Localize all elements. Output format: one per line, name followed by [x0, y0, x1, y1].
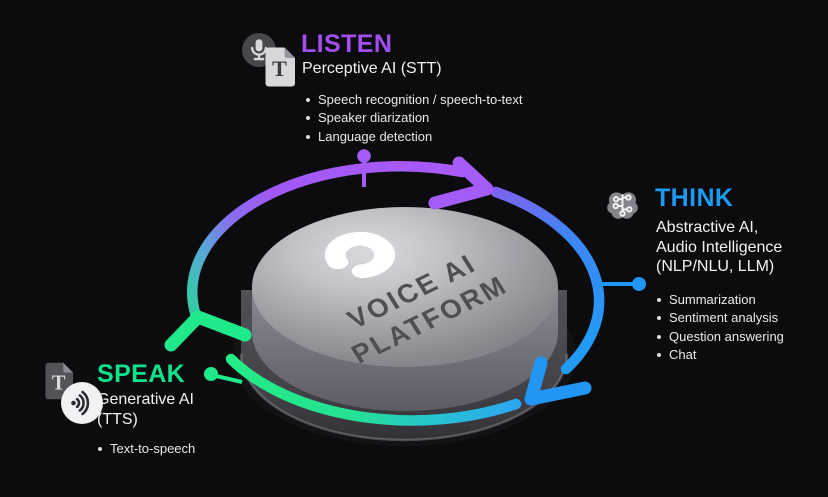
think-bullets: Summarization Sentiment analysis Questio…	[657, 291, 784, 365]
bullet-text: Question answering	[669, 328, 784, 344]
listen-connector-dot	[357, 149, 371, 163]
deepgram-logo-icon	[324, 231, 396, 279]
listen-title: LISTEN	[301, 30, 393, 58]
document-letter: T	[272, 56, 287, 81]
bullet-text: Chat	[669, 347, 697, 363]
list-item: Chat	[657, 346, 784, 364]
bullet-marker	[657, 316, 661, 321]
think-title: THINK	[655, 184, 734, 212]
list-item: Text-to-speech	[98, 440, 195, 458]
bullet-text: Speech recognition / speech-to-text	[318, 92, 523, 107]
document-letter: T	[52, 372, 66, 394]
bullet-marker	[306, 98, 310, 102]
arrowhead-listen	[164, 310, 252, 352]
think-connector-dot	[632, 277, 646, 291]
stage-connectors	[204, 149, 646, 384]
arc-speak-to-listen	[225, 353, 522, 426]
list-item: Speech recognition / speech-to-text	[306, 91, 523, 109]
arrowhead-think	[428, 156, 494, 210]
speak-title: SPEAK	[97, 360, 186, 388]
subtitle-line: (NLP/NLU, LLM)	[656, 258, 775, 275]
bullet-marker	[657, 353, 661, 358]
sound-waves-icon	[61, 382, 103, 424]
bullet-marker	[657, 334, 661, 339]
bullet-text: Text-to-speech	[110, 441, 196, 456]
speak-connector-stem	[215, 374, 243, 384]
list-item: Speaker diarization	[306, 109, 523, 127]
list-item: Summarization	[657, 291, 784, 309]
voice-ai-platform-disc	[232, 207, 576, 446]
subtitle-line: Generative AI	[97, 391, 194, 408]
subtitle-line: Abstractive AI,	[656, 219, 759, 236]
speak-bullets: Text-to-speech	[98, 440, 195, 458]
bullet-marker	[306, 116, 310, 121]
list-item: Language detection	[306, 128, 523, 146]
bullet-text: Summarization	[669, 292, 756, 307]
speak-subtitle: Generative AI (TTS)	[97, 390, 194, 429]
list-item: Question answering	[657, 328, 784, 346]
brain-circuit-icon	[607, 192, 638, 219]
list-item: Sentiment analysis	[657, 309, 784, 327]
arc-think-to-speak	[490, 186, 605, 375]
bullet-marker	[98, 447, 102, 451]
bullet-marker	[306, 134, 310, 139]
bullet-text: Speaker diarization	[318, 110, 430, 126]
subtitle-line: Audio Intelligence	[656, 238, 783, 256]
text-document-icon: T	[265, 47, 295, 87]
think-subtitle: Abstractive AI, Audio Intelligence (NLP/…	[656, 218, 782, 277]
arrowhead-speak	[524, 356, 592, 406]
bullet-text: Sentiment analysis	[669, 310, 779, 326]
listen-bullets: Speech recognition / speech-to-text Spea…	[306, 91, 523, 146]
cycle-arrows	[164, 156, 605, 426]
bullet-text: Language detection	[318, 128, 433, 144]
arc-listen-to-think	[187, 161, 468, 322]
bullet-marker	[657, 298, 661, 302]
listen-subtitle: Perceptive AI (STT)	[302, 60, 442, 77]
subtitle-line: (TTS)	[97, 410, 138, 428]
speak-connector-dot	[204, 367, 218, 381]
